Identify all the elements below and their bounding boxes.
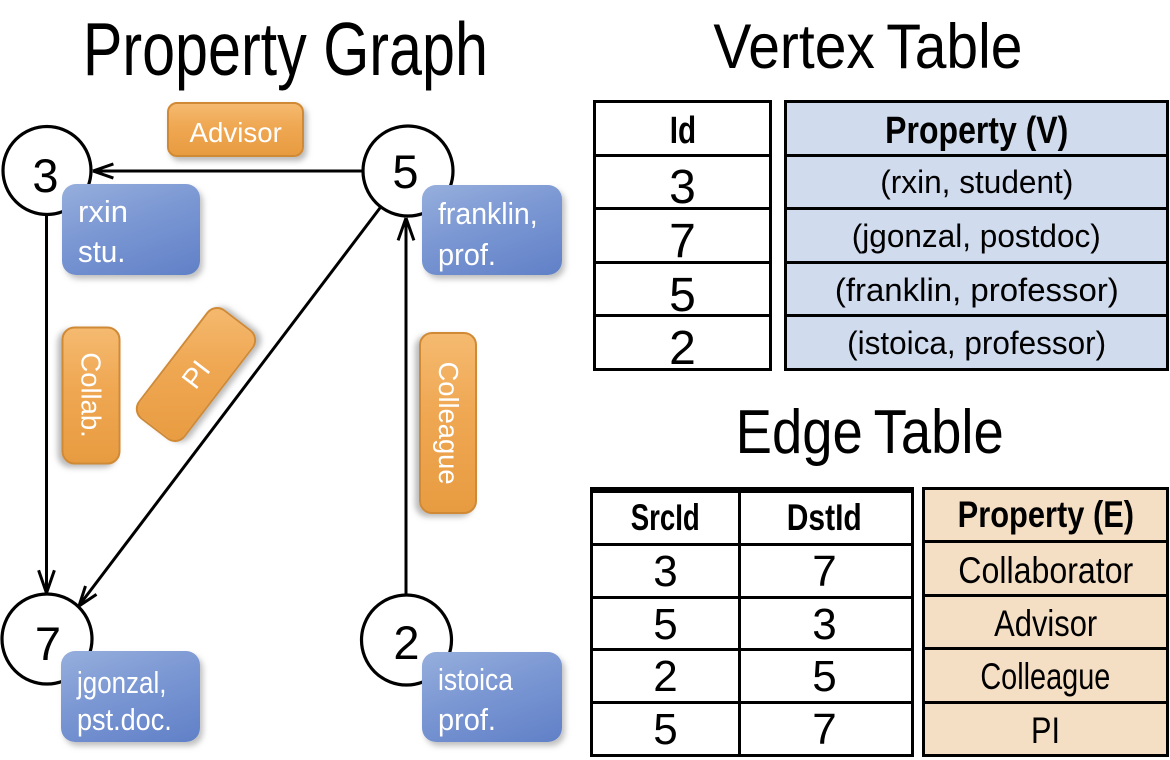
svg-text:7: 7 <box>35 617 61 670</box>
svg-text:2: 2 <box>393 616 419 669</box>
svg-text:5: 5 <box>392 145 418 198</box>
svg-text:3: 3 <box>32 149 58 202</box>
